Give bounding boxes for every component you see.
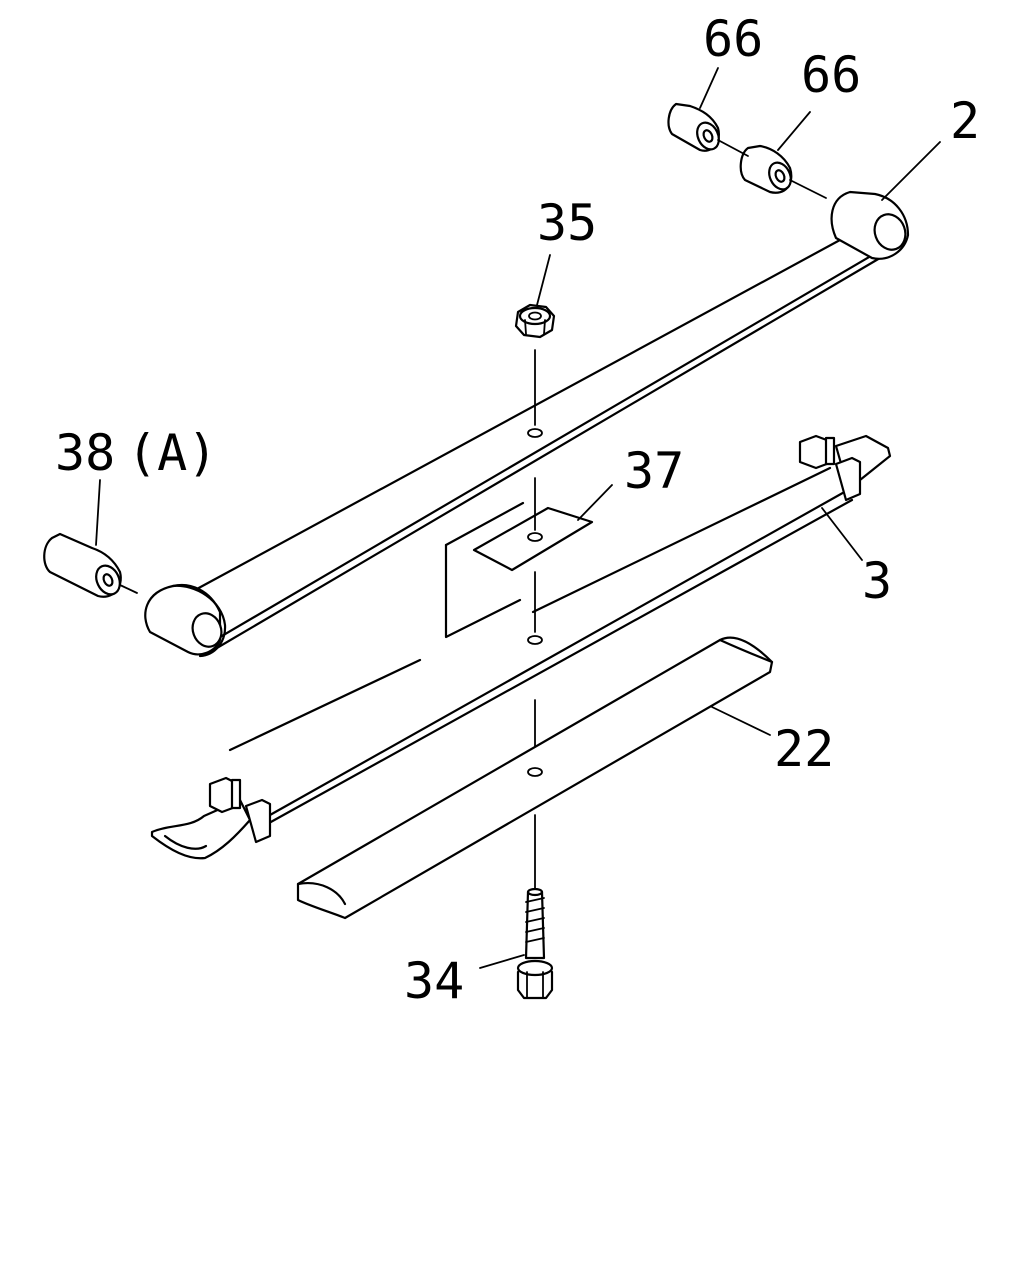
bushing-66-lower [739, 144, 793, 194]
second-leaf-spring [228, 466, 854, 830]
bushing-axis-lines [717, 139, 827, 199]
main-leaf-eye-rear [830, 190, 910, 260]
label-main-leaf: 2 [950, 92, 980, 150]
label-insulator-pad: 37 [624, 442, 684, 500]
second-leaf-rear-tip [798, 434, 892, 502]
label-second-leaf: 3 [862, 552, 892, 610]
label-bushing-66-upper: 66 [703, 10, 763, 68]
helper-leaf-22 [296, 636, 774, 920]
callout-labels: 66 66 2 35 38 (A) 37 3 22 34 [55, 10, 980, 1010]
label-helper-leaf: 22 [774, 720, 834, 778]
leader-lines [95, 67, 941, 969]
bushing-66-upper [667, 102, 720, 152]
label-center-bolt: 34 [404, 952, 464, 1010]
label-nut: 35 [537, 194, 597, 252]
main-leaf-spring [193, 234, 907, 657]
main-leaf-eye-front [144, 583, 227, 658]
label-bushing-66-lower: 66 [801, 46, 861, 104]
second-leaf-front-tip [150, 776, 272, 860]
nut-35 [514, 303, 556, 339]
label-bushing-front-suffix: (A) [127, 424, 217, 482]
insulator-pad-37 [444, 501, 594, 639]
bushing-38 [43, 532, 138, 598]
label-bushing-front: 38 [55, 424, 115, 482]
center-bolt-34 [516, 887, 554, 1000]
